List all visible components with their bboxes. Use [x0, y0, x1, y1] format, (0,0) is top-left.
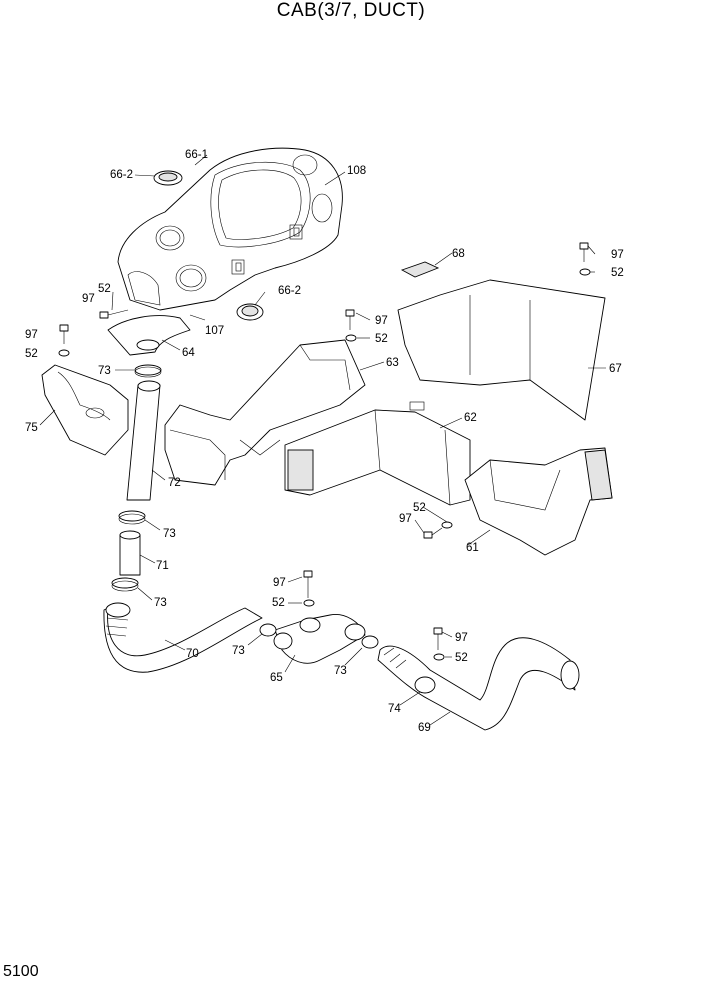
- flexible-hose-right: [377, 637, 580, 731]
- bolt-97-e: [423, 527, 443, 539]
- bolt-97-f: [303, 570, 313, 598]
- callout-97-d: 97: [611, 249, 624, 261]
- vent-knob-lower: [236, 303, 264, 321]
- callout-97-g: 97: [455, 632, 468, 644]
- callout-61: 61: [466, 542, 479, 554]
- washer-52-d: [579, 268, 591, 276]
- instrument-panel-cover: [117, 147, 343, 311]
- callout-69: 69: [418, 722, 431, 734]
- callout-73-e: 73: [334, 665, 347, 677]
- callout-52-e: 52: [413, 502, 426, 514]
- page-number: 5100: [3, 963, 39, 980]
- hose-clamp-3: [111, 577, 139, 592]
- callout-65: 65: [270, 672, 283, 684]
- washer-52-g: [433, 653, 445, 661]
- callout-97-c: 97: [273, 577, 286, 589]
- leader-lines: [39, 154, 606, 726]
- callout-67: 67: [609, 363, 622, 375]
- air-duct-upper: [164, 339, 366, 486]
- flexible-hose-left: [103, 602, 263, 673]
- bolt-97-c: [345, 309, 355, 330]
- callout-97-f: 97: [375, 315, 388, 327]
- callout-108: 108: [347, 165, 366, 177]
- rectangular-duct: [284, 401, 471, 506]
- callout-97-b: 97: [25, 329, 38, 341]
- callout-73-b: 73: [163, 528, 176, 540]
- callout-66-2-upper: 66-2: [110, 169, 133, 181]
- duct-tube-short: [119, 530, 141, 576]
- hose-clamp-1: [134, 364, 162, 378]
- callout-64: 64: [182, 347, 195, 359]
- foam-pad: [400, 261, 440, 278]
- callout-107: 107: [205, 325, 224, 337]
- washer-52-e: [441, 521, 453, 529]
- callout-52-d: 52: [611, 267, 624, 279]
- callout-72: 72: [168, 477, 181, 489]
- bolt-97-g: [433, 627, 443, 650]
- hose-clamp-6: [414, 676, 436, 694]
- hose-clamp-4: [259, 623, 277, 637]
- duct-tube-long: [126, 380, 161, 501]
- callout-97-a: 97: [82, 293, 95, 305]
- callout-62: 62: [464, 412, 477, 424]
- callout-68: 68: [452, 248, 465, 260]
- side-bracket: [41, 364, 129, 456]
- callout-52-f: 52: [375, 333, 388, 345]
- panel-bracket: [107, 315, 191, 356]
- callout-70: 70: [186, 648, 199, 660]
- bolt-97-a: [99, 309, 129, 319]
- air-duct-lower: [464, 447, 613, 556]
- callout-73-a: 73: [98, 365, 111, 377]
- callout-52-g: 52: [455, 652, 468, 664]
- page-title: CAB(3/7, DUCT): [276, 0, 426, 21]
- callout-75: 75: [25, 422, 38, 434]
- washer-52-f: [303, 599, 315, 607]
- callout-52-a: 52: [98, 283, 111, 295]
- callout-52-c: 52: [272, 597, 285, 609]
- callout-74: 74: [388, 703, 401, 715]
- callout-labels: 66-1 66-2 108 52 97 66-2 107 64 97 52 73…: [25, 149, 624, 734]
- bolt-97-b: [59, 324, 69, 344]
- bolt-97-d: [579, 242, 589, 262]
- callout-71: 71: [156, 560, 169, 572]
- callout-66-2-lower: 66-2: [278, 285, 301, 297]
- vent-knob-upper: [153, 170, 183, 186]
- washer-52-b: [58, 349, 70, 357]
- callout-52-b: 52: [25, 348, 38, 360]
- callout-73-d: 73: [232, 645, 245, 657]
- callout-63: 63: [386, 357, 399, 369]
- callout-66-1: 66-1: [185, 149, 208, 161]
- hose-clamp-5: [361, 635, 379, 649]
- washer-52-c: [345, 334, 357, 342]
- hose-clamp-2: [118, 510, 146, 525]
- y-connector: [273, 614, 366, 664]
- mounting-plate: [397, 279, 606, 421]
- callout-97-e: 97: [399, 513, 412, 525]
- callout-73-c: 73: [154, 597, 167, 609]
